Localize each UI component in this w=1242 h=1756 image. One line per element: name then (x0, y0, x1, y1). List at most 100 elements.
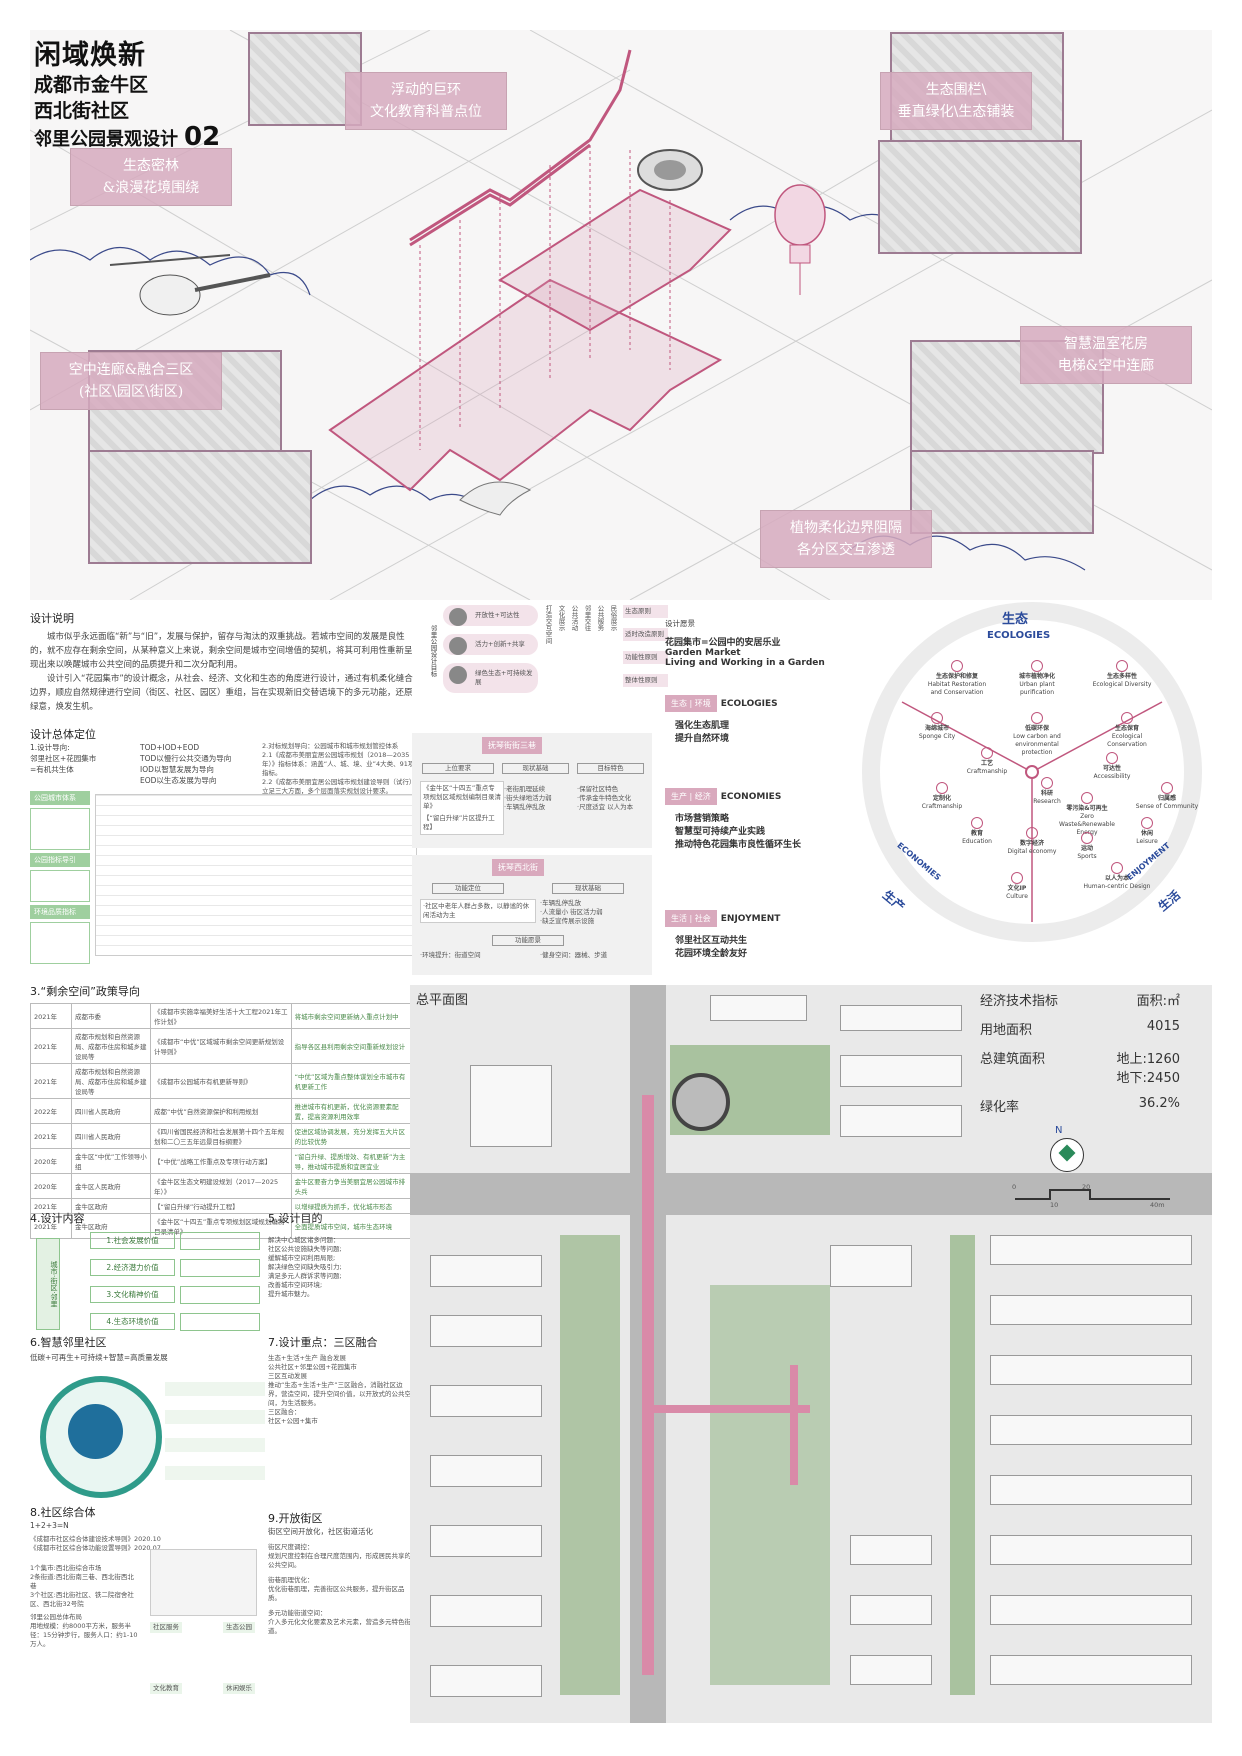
policy-cell: 《成都市“中优”区域城市剩余空间更新规划设计导则》 (150, 1028, 292, 1064)
axonometric-hero: 浮动的巨环 文化教育科普点位 生态围栏\ 垂直绿化\生态铺装 生态密林 &浪漫花… (30, 30, 1212, 600)
policy-cell: “留白升绿、提质增效、有机更新”为主导，推动城市提质和宜居宜业 (290, 1148, 416, 1174)
callout-plant-boundary: 植物柔化边界阻隔 各分区交互渗透 (760, 510, 932, 568)
market-box-2: 抚琴西北街 功能定位 现状基础 ·社区中老年人群占多数，以静谧的休闲活动为主 ·… (412, 855, 652, 975)
eco-node-icon (1041, 777, 1053, 789)
policy-table: 2021年成都市委《成都市实施幸福美好生活十大工程2021年工作计划》将城市剩余… (30, 1003, 416, 1239)
tag-park-system: 公园城市体系 (30, 791, 90, 805)
vision-block-enjoyment: 生活 | 社会 ENJOYMENT 邻里社区互动共生 花园环境全龄友好 (665, 910, 855, 959)
policy-cell: 成都市规划和自然资源局、成都市住房和城乡建设局等 (71, 1063, 151, 1099)
eco-node-icon (1081, 832, 1093, 844)
north-arrow-icon: N (1050, 1125, 1084, 1172)
policy-row: 2020年金牛区人民政府《金牛区生态文明建设规划（2017—2025年）》金牛区… (30, 1173, 416, 1199)
eco-node-icon (1011, 872, 1023, 884)
tag-park-index: 公园指标导引 (30, 853, 90, 867)
hot-air-balloon-icon (774, 184, 826, 295)
detail-photo-right-lower (910, 450, 1094, 534)
eco-wheel: 生态 ECOLOGIES 生产 ECONOMIES 生活 ENJOYMENT 生… (862, 602, 1202, 942)
policy-cell: “中优”区域为重点整体谋划全市城市有机更新工作 (290, 1063, 416, 1099)
design-content: 4.设计内容 城市·街区·邻里 1.社会发展价值 2.经济潜力价值 3.文化精神… (30, 1210, 415, 1331)
design-description: 设计说明 城市似乎永远面临“新”与“旧”，发展与保护，留存与淘汰的双重挑战。若城… (30, 612, 413, 712)
smart-wheel (40, 1376, 162, 1498)
callout-eco-forest: 生态密林 &浪漫花境围绕 (70, 148, 232, 206)
policy-row: 2021年成都市委《成都市实施幸福美好生活十大工程2021年工作计划》将城市剩余… (30, 1003, 416, 1029)
policy-cell: 成都市委 (71, 1003, 151, 1029)
policy-cell: 将城市剩余空间更新纳入重点计划中 (290, 1003, 416, 1029)
eco-node-icon (1141, 817, 1153, 829)
design-vision: 设计愿景 花园集市=公园中的安居乐业 Garden Market Living … (665, 619, 825, 668)
policy-cell: 2021年 (30, 1063, 72, 1099)
policy-cell: 2021年 (30, 1028, 72, 1064)
policy-row: 2021年成都市规划和自然资源局、成都市住房和城乡建设局等《成都市“中优”区域城… (30, 1028, 416, 1064)
policy-cell: 金牛区“中优”工作领导小组 (71, 1148, 151, 1174)
smart-community: 6.智慧邻里社区 低碳+可再生+可持续+智慧=高质量发展 (30, 1334, 265, 1498)
strategy: 7.设计重点：三区融合 生态+生活+生产 融合发展 公共社区+邻里公园+花园集市… (268, 1336, 411, 1425)
policy-cell: 金牛区要奋力争当美丽宜居公园城市排头兵 (290, 1173, 416, 1199)
axonometric-drawing (30, 30, 1212, 600)
road-main (410, 1173, 1212, 1215)
policy-cell: 【“中优”战略工作重点及专项行动方案】 (150, 1148, 292, 1174)
ring-plan (672, 1073, 730, 1131)
community-map (150, 1549, 257, 1616)
scale-bar: 0 10 20 40m (1010, 1183, 1180, 1211)
tag-env-quality: 环境品质指标 (30, 905, 90, 919)
policy-row: 2021年金牛区政府《金牛区“十四五”重点专项规划区域规划编制目录清单》全面提质… (30, 1213, 416, 1239)
design-position: 设计总体定位 1.设计导向: 邻里社区+花园集市 =有机共生体 TOD+IOD+… (30, 726, 417, 964)
vision-block-ecologies: 生态 | 环境 ECOLOGIES 强化生态肌理 提升自然环境 (665, 695, 855, 744)
callout-greenhouse: 智慧温室花房 电梯&空中连廊 (1020, 326, 1192, 384)
policy-cell: 《金牛区生态文明建设规划（2017—2025年）》 (150, 1173, 292, 1199)
eco-node-icon (1026, 827, 1038, 839)
policy-cell: 成都“中优”自然资源保护和利用规划 (150, 1098, 292, 1124)
policy-cell: 四川省人民政府 (71, 1098, 151, 1124)
eco-wheel-dividers (901, 701, 1163, 922)
eco-node-icon (931, 712, 943, 724)
community-complex: 8.社区综合体 1+2+3=N 《成都市社区综合体建设技术导则》2020.10 … (30, 1504, 260, 1694)
vision-block-economies: 生产 | 经济 ECONOMIES 市场营销策略 智慧型可持续产业实践 推动特色… (665, 788, 855, 850)
policy-cell: 促进区域协调发展，充分发挥五大片区的比较优势 (290, 1123, 416, 1149)
policy-cell: 指导各区县利用剩余空间重新规划设计 (290, 1028, 416, 1064)
policy-cell: 《成都市实施幸福美好生活十大工程2021年工作计划》 (150, 1003, 292, 1029)
policy-cell: 2020年 (30, 1173, 72, 1199)
eco-node-icon (1161, 782, 1173, 794)
callout-eco-fence: 生态围栏\ 垂直绿化\生态铺装 (880, 72, 1032, 130)
policy-cell: 《四川省国民经济和社会发展第十四个五年规划和二〇三五年远景目标纲要》 (150, 1123, 292, 1149)
policy-cell: 2020年 (30, 1148, 72, 1174)
helicopter-icon (109, 254, 271, 316)
policy-cell: 成都市规划和自然资源局、成都市住房和城乡建设局等 (71, 1028, 151, 1064)
eco-node-icon (1121, 712, 1133, 724)
policy-cell: 2022年 (30, 1098, 72, 1124)
bird-icon (459, 481, 532, 516)
policy-cell: 2021年 (30, 1003, 72, 1029)
eco-node-icon (971, 817, 983, 829)
eco-node-icon (1106, 752, 1118, 764)
policy-cell: 2021年 (30, 1123, 72, 1149)
detail-photo-right-upper (878, 140, 1082, 254)
eco-node-icon (1031, 712, 1043, 724)
policy-row: 2021年成都市规划和自然资源局、成都市住房和城乡建设局等《成都市公园城市有机更… (30, 1063, 416, 1099)
policy-cell: 《成都市公园城市有机更新导则》 (150, 1063, 292, 1099)
eco-node-icon (1111, 862, 1123, 874)
smart-legend (165, 1374, 265, 1494)
index-table (95, 794, 417, 956)
market-box-1: 抚琴街街三巷 上位要求 现状基础 目标特色 《金牛区“十四五”重点专项规划区域规… (412, 733, 652, 848)
policy-row: 2021年四川省人民政府《四川省国民经济和社会发展第十四个五年规划和二〇三五年远… (30, 1123, 416, 1149)
eco-node-icon (1031, 660, 1043, 672)
eco-node-icon (936, 782, 948, 794)
policy-cell: 金牛区人民政府 (71, 1173, 151, 1199)
callout-floating-ring: 浮动的巨环 文化教育科普点位 (345, 72, 507, 130)
